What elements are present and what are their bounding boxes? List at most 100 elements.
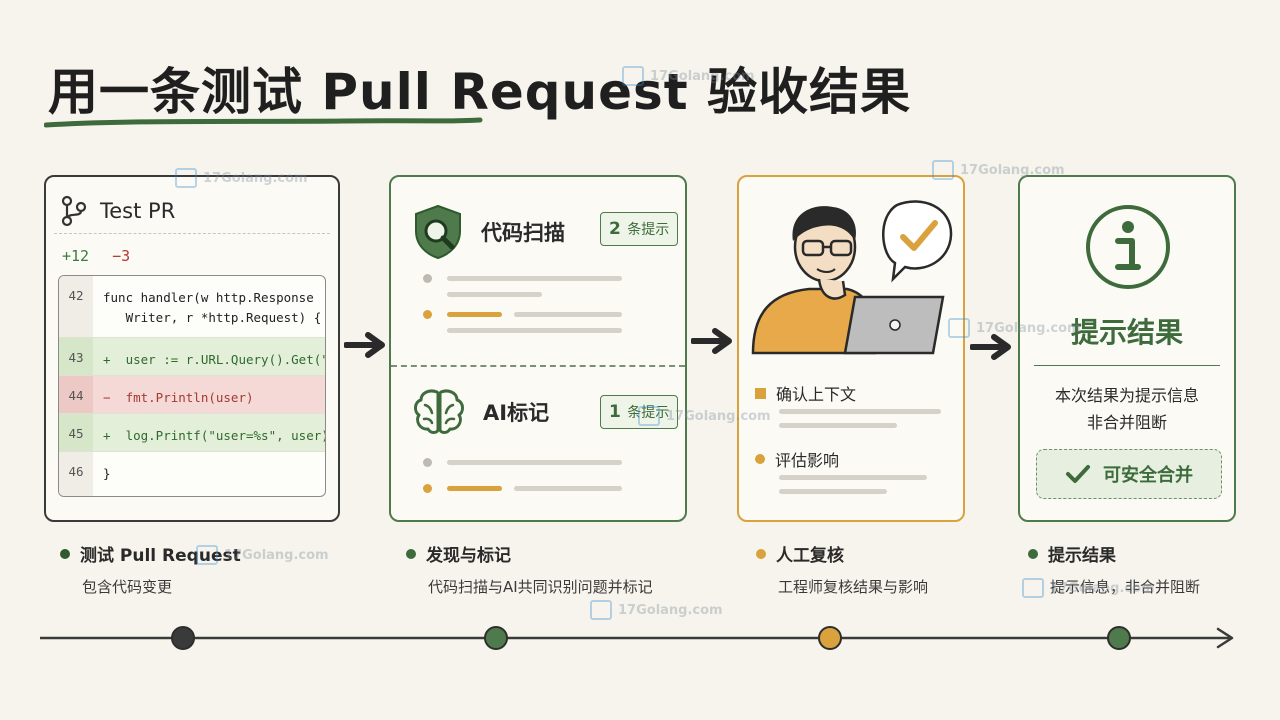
watermark-text: 17Golang.com: [618, 602, 723, 618]
result-title: 提示结果: [1070, 316, 1183, 349]
scan-header: 代码扫描: [411, 203, 565, 261]
step-title-text: 测试 Pull Request: [80, 546, 241, 566]
timeline: [40, 627, 1234, 649]
step-dot: [1028, 548, 1038, 559]
bullet-dot: [423, 310, 432, 319]
watermark: 17Golang.com: [638, 406, 771, 426]
placeholder-line: [779, 489, 887, 494]
arrow-right-icon: [344, 332, 385, 358]
watermark: 17Golang.com: [948, 318, 1081, 338]
ai-label: AI标记: [483, 401, 550, 425]
square-bullet-icon: [755, 387, 766, 399]
watermark: 17Golang.com: [932, 160, 1065, 180]
timeline-node: [1107, 626, 1131, 650]
check-icon: [1066, 465, 1090, 483]
placeholder-line: [779, 475, 927, 480]
safe-to-merge-button[interactable]: 可安全合并: [1036, 449, 1222, 499]
step-title: 测试 Pull Request: [60, 541, 241, 566]
placeholder-line: [447, 460, 622, 465]
watermark-text: 17Golang.com: [976, 320, 1081, 336]
line-code: + log.Printf("user=%s", user): [103, 428, 326, 443]
timeline-node: [484, 626, 508, 650]
code-line-added: 43 + user := r.URL.Query().Get("u"): [59, 338, 325, 376]
placeholder-line: [447, 292, 542, 297]
line-code: − fmt.Println(user): [103, 390, 254, 405]
line-code: }: [103, 466, 111, 481]
watermark: 17Golang.com: [590, 600, 723, 620]
code-diff: 42 func handler(w http.Response Writer, …: [58, 275, 326, 497]
step-desc: 工程师复核结果与影响: [778, 578, 929, 596]
placeholder-line: [447, 276, 622, 281]
step-2: 发现与标记 代码扫描与AI共同识别问题并标记: [406, 541, 653, 597]
ai-unit: 条提示: [627, 405, 670, 421]
timeline-node: [818, 626, 842, 650]
timeline-node: [171, 626, 195, 650]
pr-panel: Test PR +12 −3 42 func handler(w http.Re…: [44, 175, 340, 522]
watermark-text: 17Golang.com: [1050, 580, 1155, 596]
review-panel: 确认上下文 评估影响: [737, 175, 965, 522]
watermark-text: 17Golang.com: [203, 170, 308, 186]
placeholder-line: [779, 409, 941, 414]
watermark: 17Golang.com: [175, 168, 308, 188]
placeholder-line: [514, 486, 622, 491]
scan-unit: 条提示: [627, 222, 670, 238]
review-item-context: 确认上下文: [755, 381, 856, 405]
deletions-count: −3: [112, 247, 131, 265]
step-desc: 包含代码变更: [82, 578, 173, 596]
result-panel: 提示结果 本次结果为提示信息 非合并阻断 可安全合并: [1018, 175, 1236, 522]
highlight-line: [447, 312, 502, 317]
additions-count: +12: [62, 247, 90, 265]
pr-divider: [54, 233, 330, 234]
bullet-dot: [423, 458, 432, 467]
watermark-logo-icon: [948, 318, 970, 338]
step-desc: 代码扫描与AI共同识别问题并标记: [428, 578, 653, 596]
bullet-dot: [423, 274, 432, 283]
code-line: 42 func handler(w http.Response Writer, …: [59, 276, 325, 338]
step-dot: [756, 548, 766, 559]
scan-count: 2: [609, 219, 621, 239]
shield-search-icon: [415, 204, 461, 260]
watermark-logo-icon: [932, 160, 954, 180]
bullet-dot: [423, 484, 432, 493]
arrow-right-icon: [970, 334, 1011, 360]
step-dot: [406, 548, 416, 559]
scan-label: 代码扫描: [481, 221, 565, 245]
ai-header: AI标记: [411, 387, 549, 437]
line-number: 43: [59, 338, 93, 375]
info-icon: [1086, 205, 1170, 289]
step-1: 测试 Pull Request 包含代码变更: [60, 541, 241, 597]
watermark-logo-icon: [638, 406, 660, 426]
placeholder-line: [447, 328, 622, 333]
step-title-text: 提示结果: [1048, 546, 1116, 566]
step-title-text: 人工复核: [776, 546, 844, 566]
step-desc: 提示信息，非合并阻断: [1050, 578, 1201, 596]
code-line-added: 45 + log.Printf("user=%s", user): [59, 414, 325, 452]
result-description: 本次结果为提示信息 非合并阻断: [1020, 382, 1234, 436]
line-number: 46: [59, 452, 93, 496]
code-line: 46 }: [59, 452, 325, 496]
placeholder-line: [514, 312, 622, 317]
line-code: func handler(w http.Response Writer, r *…: [103, 290, 322, 325]
step-3: 人工复核 工程师复核结果与影响: [756, 541, 928, 597]
watermark-logo-icon: [622, 66, 644, 86]
line-number: 44: [59, 376, 93, 413]
placeholder-line: [779, 423, 897, 428]
result-divider: [1034, 365, 1220, 366]
line-number: 42: [59, 276, 93, 337]
ai-count: 1: [609, 402, 621, 422]
watermark: 17Golang.com: [622, 66, 755, 86]
pr-title: Test PR: [100, 199, 176, 223]
watermark-logo-icon: [175, 168, 197, 188]
line-code: + user := r.URL.Query().Get("u"): [103, 352, 325, 367]
watermark: 17Golang.com: [196, 545, 329, 565]
scan-badge: 2 条提示: [600, 212, 679, 246]
step-title: 人工复核: [756, 541, 928, 566]
review-item-label: 确认上下文: [776, 385, 857, 404]
step-title-text: 发现与标记: [426, 546, 511, 566]
section-divider: [391, 365, 685, 367]
highlight-line: [447, 486, 502, 491]
line-number: 45: [59, 414, 93, 451]
watermark-text: 17Golang.com: [224, 547, 329, 563]
watermark-text: 17Golang.com: [666, 408, 771, 424]
watermark-text: 17Golang.com: [960, 162, 1065, 178]
